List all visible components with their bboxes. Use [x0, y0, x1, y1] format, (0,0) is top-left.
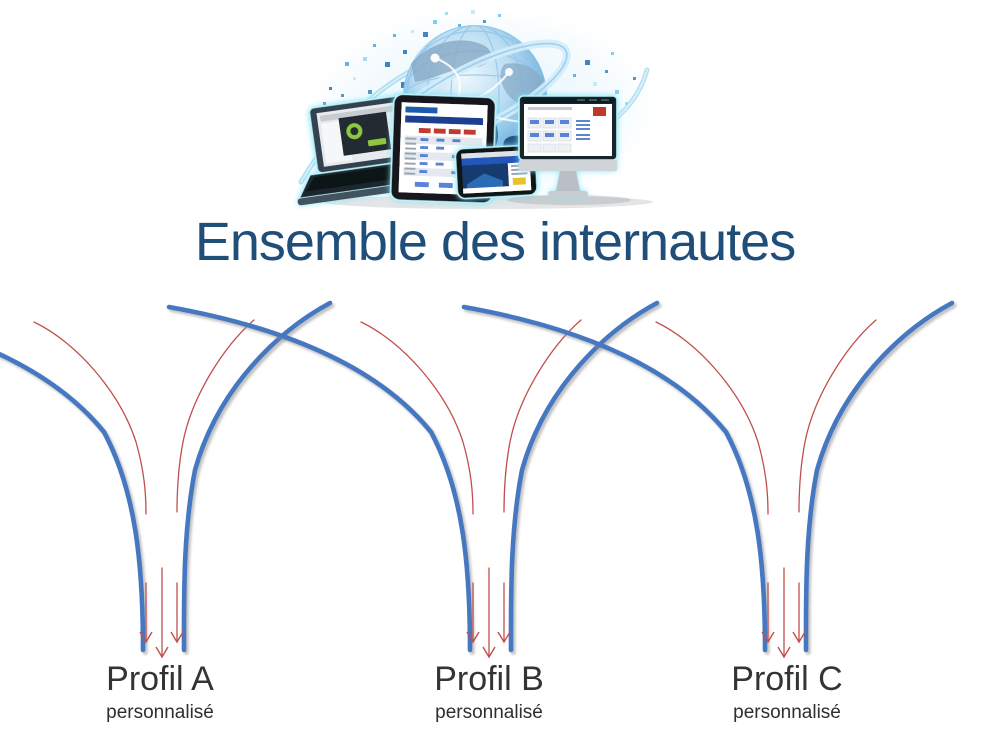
globe-devices-illustration	[297, 7, 658, 209]
funnel-b	[166, 300, 660, 659]
laptop-icon	[297, 94, 447, 206]
funnel-c	[461, 300, 955, 659]
profile-b-qualifier: personnalisé	[435, 702, 543, 723]
smartphone-icon	[454, 144, 538, 200]
desktop-monitor-icon	[507, 95, 631, 205]
profile-c-qualifier: personnalisé	[733, 702, 841, 723]
profile-a-label-group: Profil A personnalisé	[40, 660, 280, 725]
funnel-a	[0, 300, 333, 659]
profile-a-qualifier: personnalisé	[106, 702, 214, 723]
profile-b-name: Profil B	[434, 660, 544, 698]
profile-b-label-group: Profil B personnalisé	[369, 660, 609, 725]
profile-c-name: Profil C	[731, 660, 843, 698]
page-title: Ensemble des internautes	[194, 212, 796, 272]
profile-c-label-group: Profil C personnalisé	[667, 660, 907, 725]
profile-a-name: Profil A	[106, 660, 214, 698]
